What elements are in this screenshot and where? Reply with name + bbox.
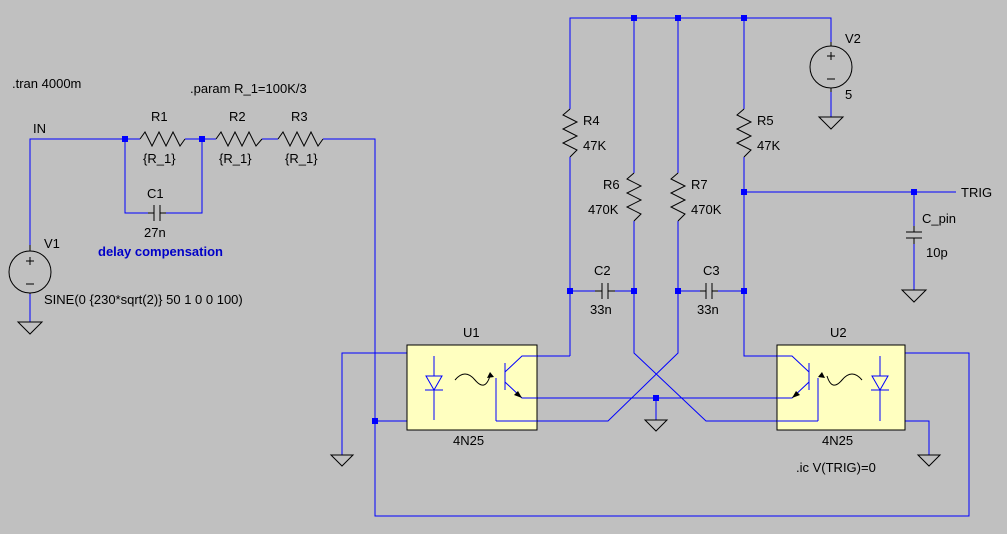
c3-value: 33n <box>697 302 719 317</box>
resistor-r4[interactable] <box>561 108 579 158</box>
r1-value: {R_1} <box>143 151 176 166</box>
resistor-r5[interactable] <box>735 108 753 158</box>
resistor-r2[interactable] <box>215 130 263 148</box>
u1-value: 4N25 <box>453 433 484 448</box>
r6-value: 470K <box>588 202 619 217</box>
u2-value: 4N25 <box>822 433 853 448</box>
ground-icon <box>916 454 942 467</box>
c1-name: C1 <box>147 186 164 201</box>
ground-icon <box>817 116 845 130</box>
ground-symbols <box>16 116 942 467</box>
param-directive: .param R_1=100K/3 <box>190 81 307 96</box>
r3-name: R3 <box>291 109 308 124</box>
capacitor-c3[interactable] <box>700 283 718 299</box>
junctions <box>122 15 917 424</box>
r5-value: 47K <box>757 138 780 153</box>
v1-value: SINE(0 {230*sqrt(2)} 50 1 0 0 100) <box>44 292 243 307</box>
r4-name: R4 <box>583 113 600 128</box>
optocoupler-u1[interactable] <box>406 344 538 431</box>
ic-directive: .ic V(TRIG)=0 <box>796 460 876 475</box>
v2-name: V2 <box>845 31 861 46</box>
c3-name: C3 <box>703 263 720 278</box>
ground-icon <box>900 289 928 303</box>
resistor-r7[interactable] <box>669 172 687 222</box>
voltage-source-v1[interactable] <box>8 245 52 294</box>
capacitor-c1[interactable] <box>148 205 166 221</box>
resistor-r1[interactable] <box>139 130 186 148</box>
resistor-r3[interactable] <box>277 130 324 148</box>
r5-name: R5 <box>757 113 774 128</box>
capacitor-c2[interactable] <box>595 283 615 299</box>
v1-name: V1 <box>44 236 60 251</box>
r3-value: {R_1} <box>285 151 318 166</box>
r2-value: {R_1} <box>219 151 252 166</box>
labels: .tran 4000m .param R_1=100K/3 .ic V(TRIG… <box>12 31 992 475</box>
resistor-r6[interactable] <box>625 172 643 222</box>
optocoupler-u2[interactable] <box>776 344 906 431</box>
wires <box>29 17 970 517</box>
ground-icon <box>643 419 669 432</box>
net-label-trig: TRIG <box>961 185 992 200</box>
c1-value: 27n <box>144 225 166 240</box>
c-pin-value: 10p <box>926 245 948 260</box>
r1-name: R1 <box>151 109 168 124</box>
tran-directive: .tran 4000m <box>12 76 81 91</box>
capacitor-c-pin[interactable] <box>906 226 922 244</box>
c2-name: C2 <box>594 263 611 278</box>
c-pin-name: C_pin <box>922 211 956 226</box>
voltage-source-v2[interactable] <box>809 42 853 92</box>
u2-name: U2 <box>830 325 847 340</box>
r6-name: R6 <box>603 177 620 192</box>
r7-value: 470K <box>691 202 722 217</box>
r7-name: R7 <box>691 177 708 192</box>
c2-value: 33n <box>590 302 612 317</box>
ground-icon <box>16 321 44 335</box>
v2-value: 5 <box>845 87 852 102</box>
delay-compensation-note: delay compensation <box>98 244 223 259</box>
r2-name: R2 <box>229 109 246 124</box>
ground-icon <box>329 454 355 467</box>
light-emission-icon <box>826 373 863 386</box>
u1-name: U1 <box>463 325 480 340</box>
light-emission-icon <box>454 373 491 386</box>
r4-value: 47K <box>583 138 606 153</box>
net-label-in: IN <box>33 121 46 136</box>
